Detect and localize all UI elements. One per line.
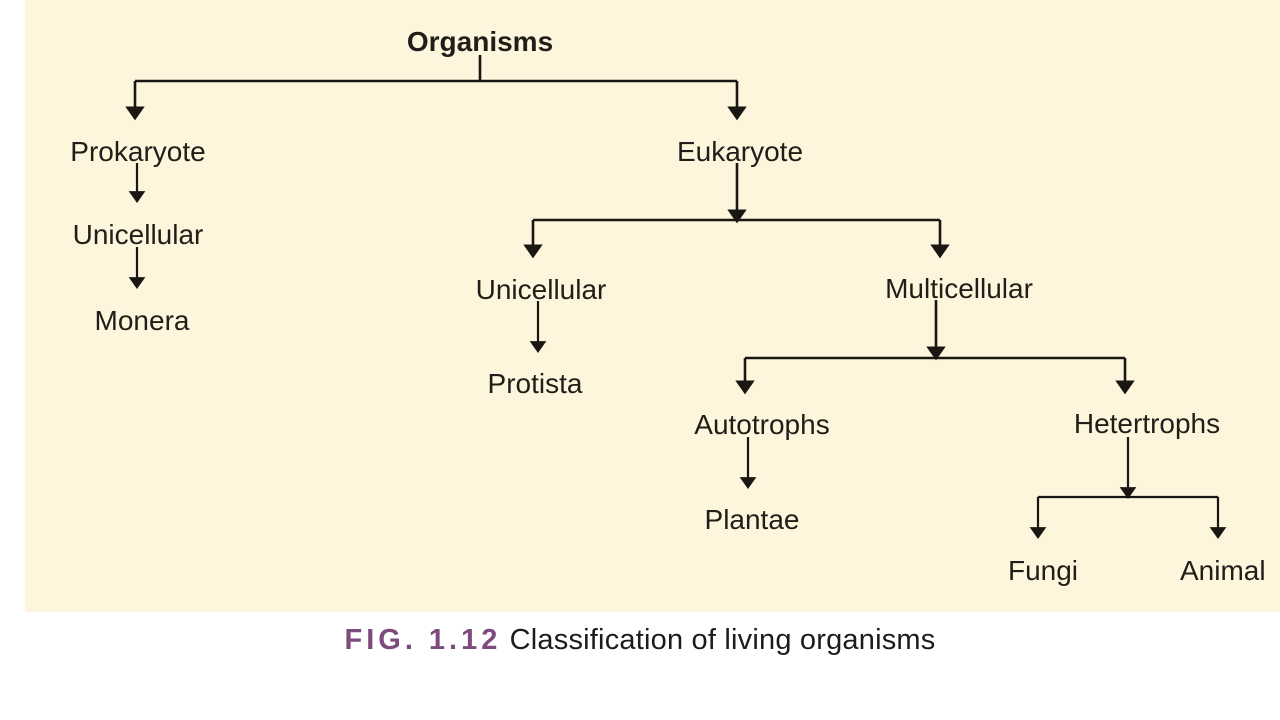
edge-eukaryote-branch: [523, 163, 950, 259]
node-animalia: Animal: [1180, 555, 1266, 586]
node-protista: Protista: [488, 368, 583, 399]
node-monera: Monera: [95, 305, 190, 336]
diagram-panel: [25, 0, 1280, 612]
node-prokaryote: Prokaryote: [70, 136, 205, 167]
edge-hetertrophs-branch: [1029, 437, 1227, 540]
node-prokaryote-unicellular: Unicellular: [73, 219, 204, 250]
node-plantae: Plantae: [705, 504, 800, 535]
node-multicellular: Multicellular: [885, 273, 1033, 304]
figure-caption: FIG. 1.12 Classification of living organ…: [0, 624, 1280, 657]
node-hetertrophs: Hetertrophs: [1074, 408, 1220, 439]
figure-caption-text: Classification of living organisms: [501, 624, 936, 656]
node-organisms: Organisms: [407, 26, 553, 57]
figure-number: FIG. 1.12: [344, 624, 502, 656]
edge-multicellular-branch: [735, 300, 1135, 395]
classification-flowchart: Organisms Prokaryote Unicellular Monera …: [70, 26, 1266, 586]
node-eukaryote-unicellular: Unicellular: [476, 274, 607, 305]
node-fungi: Fungi: [1008, 555, 1078, 586]
node-eukaryote: Eukaryote: [677, 136, 803, 167]
edge-organisms-branch: [125, 55, 747, 121]
node-autotrophs: Autotrophs: [694, 409, 829, 440]
